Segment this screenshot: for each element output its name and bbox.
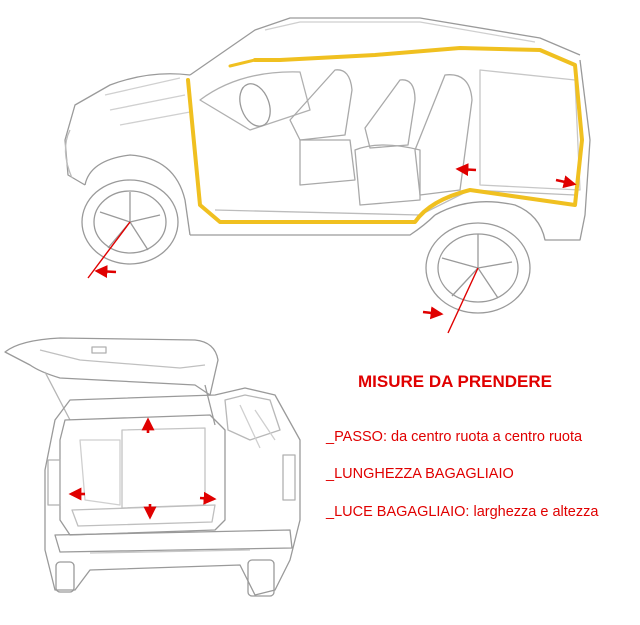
rear-wheel-right — [247, 559, 275, 597]
interior-highlight-outline — [186, 46, 584, 224]
rear-wheel-center-line — [447, 267, 479, 334]
cargo-area — [479, 69, 581, 191]
wheelbase-note: _PASSO: da centro ruota a centro ruota — [326, 429, 583, 445]
rear-bumper — [54, 529, 293, 553]
open-tailgate — [4, 337, 219, 396]
side-window — [224, 394, 281, 441]
cargo-length-note: _LUNGHEZZA BAGAGLIAIO — [326, 466, 514, 482]
wheelbase-markers — [87, 221, 479, 334]
car-cutaway-illustration — [64, 17, 591, 314]
rear-wheel — [425, 222, 531, 314]
rear-seatback — [121, 427, 206, 509]
cargo-opening-markers — [68, 417, 217, 520]
front-wheel-arrow — [94, 265, 117, 279]
rear-body — [44, 387, 301, 596]
roof-outline — [189, 17, 581, 76]
rear-seat — [414, 74, 473, 196]
cargo-opening — [59, 414, 226, 536]
cargo-opening-note: _LUCE BAGAGLIAIO: larghezza e altezza — [326, 504, 599, 520]
rear-wheel-arrow — [422, 306, 444, 320]
steering-wheel — [239, 83, 271, 127]
dashboard — [199, 71, 311, 131]
front-seat-1 — [289, 69, 353, 141]
front-wheel — [81, 179, 179, 265]
hood-outline — [64, 73, 191, 186]
measurements-title: MISURE DA PRENDERE — [358, 372, 552, 391]
cargo-rear-arrow — [555, 175, 577, 189]
cargo-length-markers — [455, 163, 577, 189]
rear-fender — [434, 59, 591, 241]
opening-right-arrow — [199, 491, 217, 505]
cargo-front-arrow — [455, 163, 477, 177]
car-rear-illustration — [4, 337, 301, 597]
cargo-floor — [71, 504, 216, 527]
rear-wheel-left — [55, 561, 75, 593]
front-seat-2 — [364, 79, 416, 149]
front-fender — [84, 154, 191, 236]
